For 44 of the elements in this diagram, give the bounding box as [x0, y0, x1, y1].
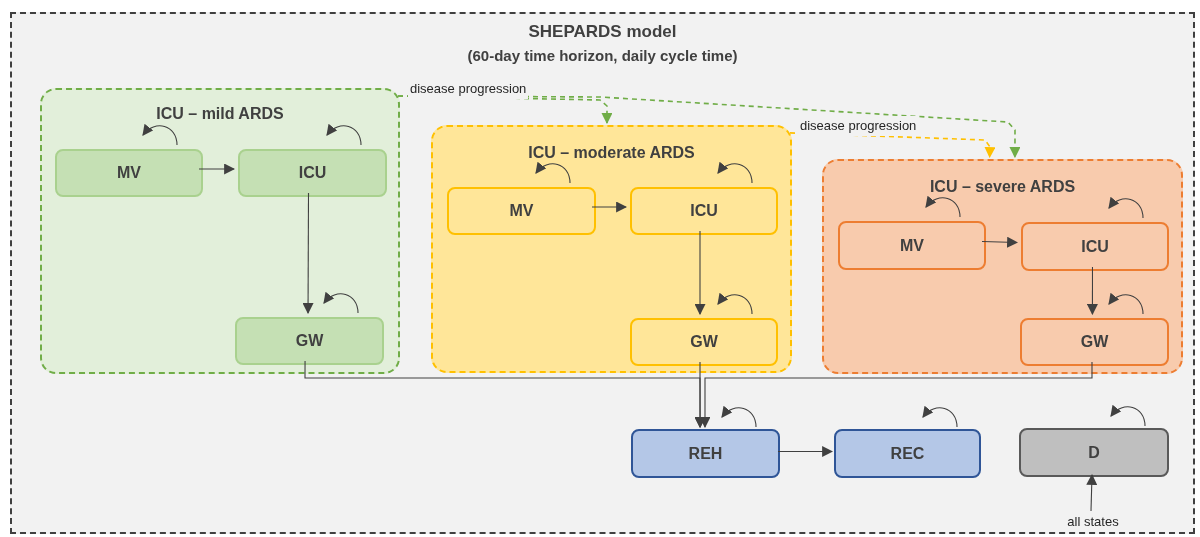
arrow	[1086, 473, 1098, 512]
self-loop-arrow	[717, 292, 753, 315]
state-box: GW	[235, 317, 384, 365]
frame-heading: SHEPARDS model	[527, 21, 678, 43]
note-text: all states	[1057, 513, 1129, 531]
model-frame	[10, 12, 1195, 534]
group-heading: ICU – mild ARDS	[155, 104, 285, 124]
arrow	[302, 192, 314, 315]
state-box: REH	[631, 429, 780, 478]
self-loop-arrow	[142, 123, 178, 146]
arrow	[694, 230, 706, 316]
self-loop-arrow	[1108, 196, 1144, 219]
arrow	[1086, 266, 1098, 316]
edge-label: disease progression	[798, 116, 919, 136]
state-box: GW	[1020, 318, 1169, 366]
self-loop-arrow	[717, 161, 753, 184]
self-loop-arrow	[1110, 404, 1146, 427]
arrow	[981, 236, 1019, 248]
state-box: ICU	[630, 187, 778, 235]
self-loop-arrow	[326, 123, 362, 146]
group-heading: ICU – severe ARDS	[928, 177, 1077, 197]
state-box: REC	[834, 429, 981, 478]
self-loop-arrow	[1108, 292, 1144, 315]
arrow	[699, 361, 1093, 429]
self-loop-arrow	[721, 405, 757, 428]
state-box: GW	[630, 318, 778, 366]
arrow	[198, 163, 236, 175]
frame-subheading: (60-day time horizon, daily cycle time)	[466, 46, 739, 66]
self-loop-arrow	[323, 291, 359, 314]
group-panel	[822, 159, 1183, 374]
group-heading: ICU – moderate ARDS	[527, 143, 696, 163]
state-box: MV	[447, 187, 596, 235]
arrow	[591, 201, 628, 213]
state-box: D	[1019, 428, 1169, 477]
self-loop-arrow	[922, 405, 958, 428]
self-loop-arrow	[925, 195, 961, 218]
group-panel	[431, 125, 792, 373]
state-box: MV	[55, 149, 203, 197]
state-box: ICU	[1021, 222, 1169, 271]
self-loop-arrow	[535, 161, 571, 184]
arrow	[777, 446, 834, 457]
state-box: MV	[838, 221, 986, 270]
state-box: ICU	[238, 149, 387, 197]
group-panel	[40, 88, 400, 374]
